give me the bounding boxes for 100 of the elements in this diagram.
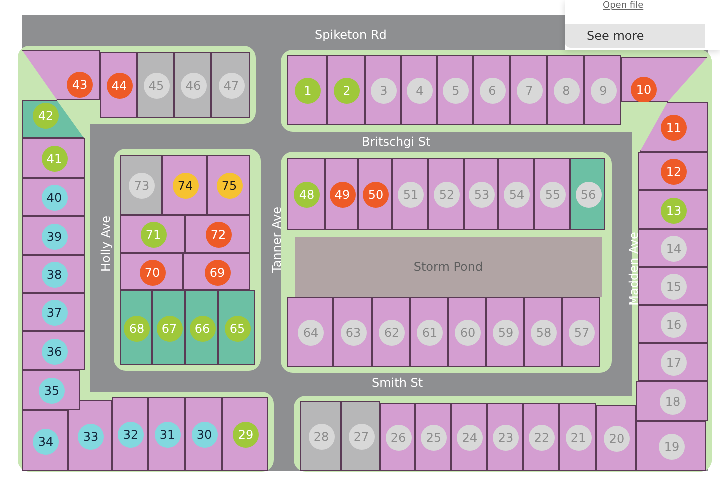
lot-parcel [333,297,372,367]
street-name: Spiketon Rd [315,28,387,42]
lot-parcel [120,290,152,365]
lot-number: 47 [218,73,244,99]
lot-number: 75 [216,173,242,199]
lot-parcel [218,290,255,365]
lot-parcel [22,138,85,178]
lot-parcel [451,403,487,471]
lot-number: 11 [661,115,687,141]
lot-parcel [401,55,437,125]
lot-number: 56 [576,182,602,208]
lot-parcel [428,158,464,230]
lot-parcel [120,215,185,253]
lot-parcel [415,403,451,471]
lot-number: 61 [417,320,443,346]
open-file-link: Open file [603,1,644,12]
lot-parcel [185,290,218,365]
lot-number: 21 [566,425,592,451]
lot-parcel [287,158,325,230]
lot-parcel [638,305,708,343]
lot-parcel [22,178,85,216]
lot-number: 55 [540,182,566,208]
lot-parcel [392,158,428,230]
lot-parcel [120,253,183,290]
lot-parcel [638,152,708,190]
pond-label: Storm Pond [414,260,484,274]
lot-parcel [22,255,85,293]
lot-number: 26 [386,425,412,451]
street-name: Smith St [372,376,424,390]
lot-parcel [372,297,410,367]
lot-parcel [559,403,596,471]
lot-number: 24 [457,425,483,451]
lot-parcel [510,55,547,125]
lot-number: 48 [294,182,320,208]
lot-parcel [222,397,268,471]
lot-parcel [112,397,148,471]
lot-number: 28 [308,424,334,450]
lot-parcel [410,297,448,367]
lot-number: 5 [443,78,469,104]
lot-number: 20 [604,426,630,452]
lot-parcel [638,267,708,305]
lot-parcel [325,158,358,230]
lot-number: 71 [140,222,166,248]
lot-number: 39 [42,224,68,250]
lot-number: 1 [295,78,321,104]
lot-parcel [358,158,392,230]
lot-number: 54 [504,182,530,208]
lot-number: 25 [421,425,447,451]
lot-parcel [100,52,137,118]
lot-parcel [162,155,207,215]
lot-parcel [287,55,327,125]
lot-number: 46 [180,73,206,99]
lot-number: 38 [42,262,68,288]
lot-number: 15 [661,274,687,300]
lot-parcel [486,297,524,367]
lot-number: 69 [204,260,230,286]
storm-pond [295,237,602,297]
lot-number: 45 [144,73,170,99]
lot-number: 29 [233,422,259,448]
lot-parcel [380,403,415,471]
lot-parcel [341,401,380,471]
lot-number: 49 [330,182,356,208]
lot-number: 3 [371,78,397,104]
lot-parcel [524,297,562,367]
lot-number: 32 [118,422,144,448]
lot-number: 53 [469,182,495,208]
lot-parcel [596,405,636,471]
lot-number: 37 [42,300,68,326]
street-name: Holly Ave [98,216,113,272]
lot-number: 22 [529,425,555,451]
lot-number: 65 [224,316,250,342]
lot-parcel [22,410,68,471]
lot-parcel [498,158,534,230]
lot-parcel [185,215,250,253]
lot-parcel [185,397,222,471]
lot-parcel [473,55,510,125]
lot-parcel [523,403,559,471]
lot-parcel [174,52,211,118]
lot-number: 59 [493,320,519,346]
lot-number: 9 [590,78,616,104]
lot-number: 27 [348,424,374,450]
lot-parcel [207,155,250,215]
lot-number: 10 [631,77,657,103]
lot-number: 40 [42,185,68,211]
lot-parcel [287,297,333,367]
lot-number: 62 [379,320,405,346]
lot-number: 31 [154,422,180,448]
lot-number: 43 [67,72,93,98]
lot-number: 67 [156,316,182,342]
lot-parcel [437,55,473,125]
lot-number: 64 [298,320,324,346]
see-more-button: See more [565,24,705,48]
lot-number: 13 [661,198,687,224]
lot-number: 73 [129,173,155,199]
lot-number: 4 [407,78,433,104]
lot-number: 42 [33,103,59,129]
lot-number: 74 [172,173,198,199]
lot-number: 8 [554,78,580,104]
street-name: Madden Ave [626,232,641,306]
lot-number: 51 [398,182,424,208]
